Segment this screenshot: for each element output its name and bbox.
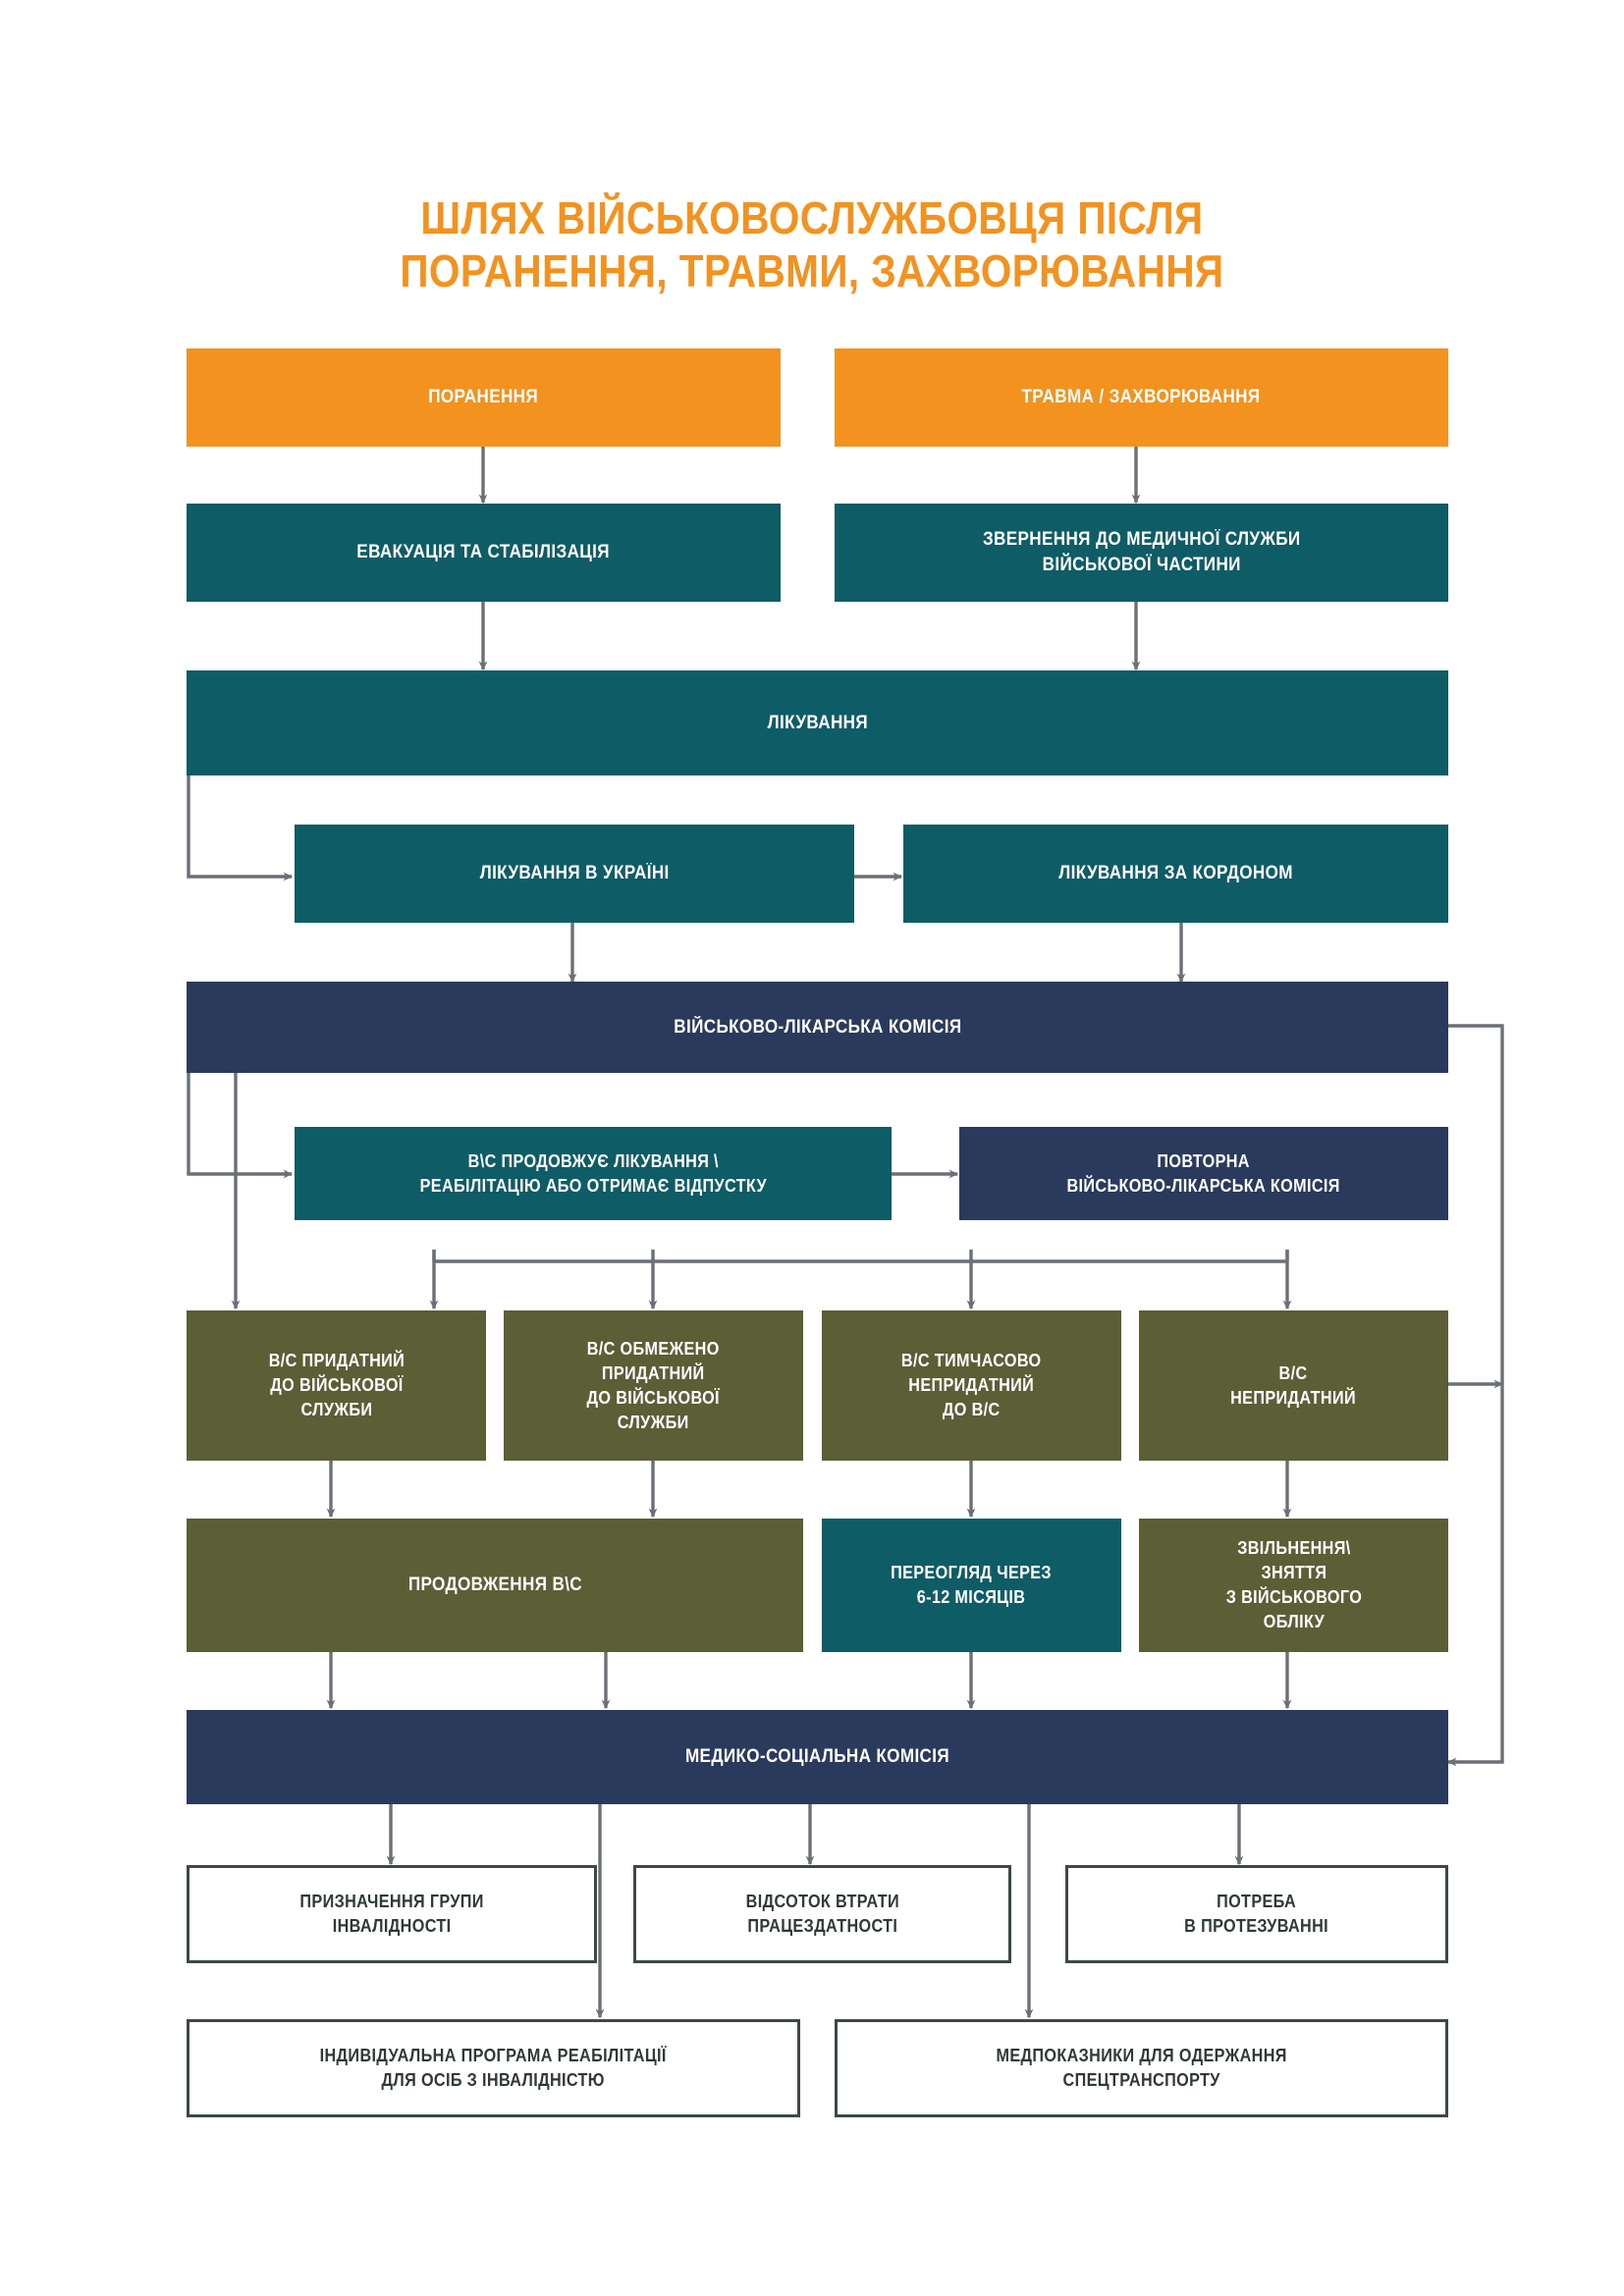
node-likuvannia-za-kordonom[interactable]: ЛІКУВАННЯ ЗА КОРДОНОМ bbox=[903, 825, 1448, 923]
edge-n8-right-bypass bbox=[1446, 1024, 1504, 1767]
page-title: ШЛЯХ ВІЙСЬКОВОСЛУЖБОВЦЯ ПІСЛЯ ПОРАНЕННЯ,… bbox=[97, 191, 1527, 297]
node-poranennia[interactable]: ПОРАНЕННЯ bbox=[187, 348, 781, 447]
edge-group-plain bbox=[432, 1250, 1289, 1263]
node-label: ЗВЕРНЕННЯ ДО МЕДИЧНОЇ СЛУЖБИ ВІЙСЬКОВОЇ … bbox=[982, 529, 1301, 575]
node-povtorna-vlk[interactable]: ПОВТОРНА ВІЙСЬКОВО-ЛІКАРСЬКА КОМІСІЯ bbox=[959, 1127, 1448, 1220]
node-label: ІНДИВІДУАЛЬНА ПРОГРАМА РЕАБІЛІТАЦІЇ ДЛЯ … bbox=[319, 2046, 668, 2090]
node-pryznachennia-hrupy[interactable]: ПРИЗНАЧЕННЯ ГРУПИ ІНВАЛІДНОСТІ bbox=[187, 1865, 597, 1963]
node-label: МЕДИКО-СОЦІАЛЬНА КОМІСІЯ bbox=[684, 1746, 950, 1767]
edge-n8-n9 bbox=[187, 1073, 294, 1179]
node-label: ВІДСОТОК ВТРАТИ ПРАЦЕЗДАТНОСТІ bbox=[745, 1892, 899, 1936]
node-neprydatnyi[interactable]: В/С НЕПРИДАТНИЙ bbox=[1139, 1310, 1448, 1461]
node-medpokaznyky-spetstransport[interactable]: МЕДПОКАЗНИКИ ДЛЯ ОДЕРЖАННЯ СПЕЦТРАНСПОРТ… bbox=[835, 2019, 1448, 2117]
node-label: В/С ТИМЧАСОВО НЕПРИДАТНИЙ ДО В/С bbox=[901, 1351, 1042, 1419]
node-medyko-sotsialna-komisiia[interactable]: МЕДИКО-СОЦІАЛЬНА КОМІСІЯ bbox=[187, 1710, 1448, 1804]
edge-n10-fanout-bus bbox=[432, 1250, 1287, 1263]
edge-n5-n6 bbox=[187, 775, 294, 881]
node-likuvannia[interactable]: ЛІКУВАННЯ bbox=[187, 670, 1448, 775]
node-label: В\С ПРОДОВЖУЄ ЛІКУВАННЯ \ РЕАБІЛІТАЦІЮ А… bbox=[419, 1150, 767, 1196]
node-label: ЗВІЛЬНЕННЯ\ ЗНЯТТЯ З ВІЙСЬКОВОГО ОБЛІКУ bbox=[1225, 1538, 1362, 1631]
node-label: ЛІКУВАННЯ В УКРАЇНІ bbox=[479, 863, 670, 883]
node-label: ПОВТОРНА ВІЙСЬКОВО-ЛІКАРСЬКА КОМІСІЯ bbox=[1066, 1150, 1341, 1196]
node-zvernennia-medsluzhba[interactable]: ЗВЕРНЕННЯ ДО МЕДИЧНОЇ СЛУЖБИ ВІЙСЬКОВОЇ … bbox=[835, 504, 1448, 602]
node-label: МЕДПОКАЗНИКИ ДЛЯ ОДЕРЖАННЯ СПЕЦТРАНСПОРТ… bbox=[996, 2046, 1287, 2090]
node-likuvannia-v-ukraini[interactable]: ЛІКУВАННЯ В УКРАЇНІ bbox=[295, 825, 854, 923]
node-label: ПОТРЕБА В ПРОТЕЗУВАННІ bbox=[1184, 1892, 1329, 1936]
node-viiskovo-likarska-komisiia[interactable]: ВІЙСЬКОВО-ЛІКАРСЬКА КОМІСІЯ bbox=[187, 982, 1448, 1073]
node-prodovzhennia-vs[interactable]: ПРОДОВЖЕННЯ В\С bbox=[187, 1519, 803, 1652]
node-travma-zakhvoriuvannia[interactable]: ТРАВМА / ЗАХВОРЮВАННЯ bbox=[835, 348, 1448, 447]
page-title-line-2: ПОРАНЕННЯ, ТРАВМИ, ЗАХВОРЮВАННЯ bbox=[400, 245, 1224, 296]
node-obmezheno-prydatnyi[interactable]: В/С ОБМЕЖЕНО ПРИДАТНИЙ ДО ВІЙСЬКОВОЇ СЛУ… bbox=[504, 1310, 803, 1461]
node-vidsotok-vtraty[interactable]: ВІДСОТОК ВТРАТИ ПРАЦЕЗДАТНОСТІ bbox=[633, 1865, 1011, 1963]
node-label: ПРИЗНАЧЕННЯ ГРУПИ ІНВАЛІДНОСТІ bbox=[299, 1892, 484, 1936]
node-zvilnennia-zniattia[interactable]: ЗВІЛЬНЕННЯ\ ЗНЯТТЯ З ВІЙСЬКОВОГО ОБЛІКУ bbox=[1139, 1519, 1448, 1652]
node-label: ВІЙСЬКОВО-ЛІКАРСЬКА КОМІСІЯ bbox=[673, 1016, 962, 1038]
node-potreba-protezuvannia[interactable]: ПОТРЕБА В ПРОТЕЗУВАННІ bbox=[1065, 1865, 1448, 1963]
node-label: ЛІКУВАННЯ bbox=[767, 712, 868, 733]
page-title-line-1: ШЛЯХ ВІЙСЬКОВОСЛУЖБОВЦЯ ПІСЛЯ bbox=[420, 192, 1204, 243]
node-prodovzhuie-likuvannia[interactable]: В\С ПРОДОВЖУЄ ЛІКУВАННЯ \ РЕАБІЛІТАЦІЮ А… bbox=[295, 1127, 892, 1220]
node-label: ЛІКУВАННЯ ЗА КОРДОНОМ bbox=[1058, 863, 1293, 883]
node-tymchasovo-neprydatnyi[interactable]: В/С ТИМЧАСОВО НЕПРИДАТНИЙ ДО В/С bbox=[822, 1310, 1121, 1461]
node-label: В/С ПРИДАТНИЙ ДО ВІЙСЬКОВОЇ СЛУЖБИ bbox=[268, 1351, 405, 1419]
node-evakuatsiia-stabilizatsiia[interactable]: ЕВАКУАЦІЯ ТА СТАБІЛІЗАЦІЯ bbox=[187, 504, 781, 602]
node-prydatnyi[interactable]: В/С ПРИДАТНИЙ ДО ВІЙСЬКОВОЇ СЛУЖБИ bbox=[187, 1310, 486, 1461]
node-label: ТРАВМА / ЗАХВОРЮВАННЯ bbox=[1021, 387, 1262, 407]
node-label: В/С НЕПРИДАТНИЙ bbox=[1230, 1362, 1357, 1408]
node-indyvidualna-prohrama[interactable]: ІНДИВІДУАЛЬНА ПРОГРАМА РЕАБІЛІТАЦІЇ ДЛЯ … bbox=[187, 2019, 800, 2117]
node-label: ПОРАНЕННЯ bbox=[428, 387, 539, 407]
node-label: ЕВАКУАЦІЯ ТА СТАБІЛІЗАЦІЯ bbox=[356, 542, 611, 562]
node-label: ПРОДОВЖЕННЯ В\С bbox=[407, 1575, 582, 1595]
node-label: ПЕРЕОГЛЯД ЧЕРЕЗ 6-12 МІСЯЦІВ bbox=[891, 1563, 1053, 1607]
node-pereohliad-6-12[interactable]: ПЕРЕОГЛЯД ЧЕРЕЗ 6-12 МІСЯЦІВ bbox=[822, 1519, 1121, 1652]
node-label: В/С ОБМЕЖЕНО ПРИДАТНИЙ ДО ВІЙСЬКОВОЇ СЛУ… bbox=[586, 1338, 721, 1432]
